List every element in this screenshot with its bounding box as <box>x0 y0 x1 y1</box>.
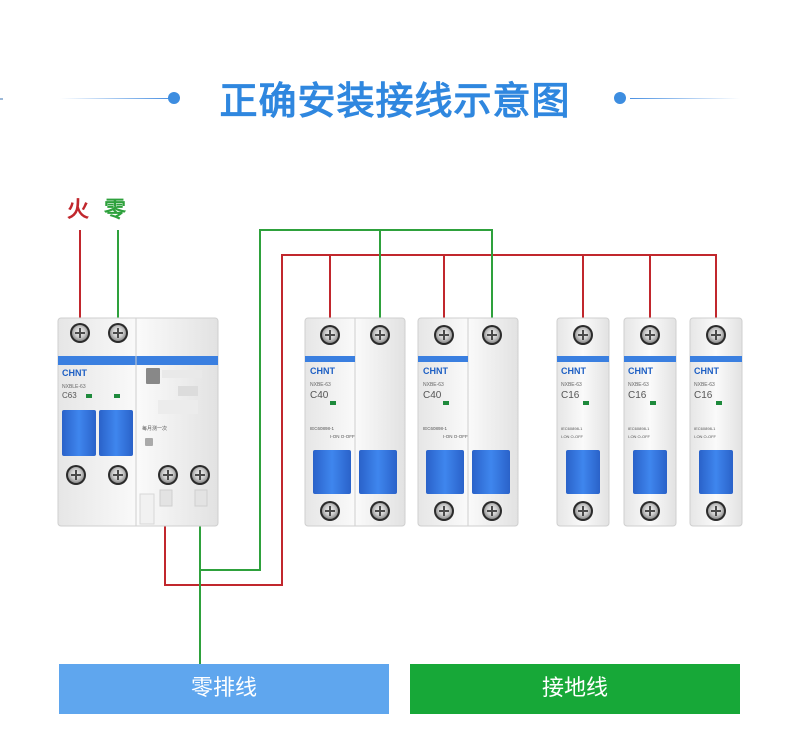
breaker-c40-2-onoff: I-ON O-OFF <box>443 434 468 439</box>
rcbo-test-note: 每月测一次 <box>142 425 167 432</box>
neutral-bus-bar: 零排线 <box>59 664 389 714</box>
header-dot-left <box>168 92 180 104</box>
header-line-left <box>60 98 170 99</box>
breaker-c40-2-model: NXBE-63 <box>423 382 444 388</box>
header-dot-right <box>614 92 626 104</box>
neutral-wire-label: 零 <box>104 198 127 223</box>
header: 正确安装接线示意图 <box>0 62 790 132</box>
breaker-c40-1: CHNT NXBE-63 C40 IEC60898-1 I-ON O-OFF <box>304 317 406 527</box>
breaker-c16-2: CHNT NXBE-63 C16 IEC60898-1 I-ON O-OFF <box>623 317 677 527</box>
header-line-right <box>630 98 740 99</box>
breaker-c16-3-rating: C16 <box>694 390 713 401</box>
breaker-c16-3-onoff: I-ON O-OFF <box>694 434 717 439</box>
breaker-c40-1-standard: IEC60898-1 <box>310 426 335 431</box>
breaker-c16-1-model: NXBE-63 <box>561 382 582 388</box>
breaker-c16-1-brand: CHNT <box>561 366 586 376</box>
ground-bus-bar: 接地线 <box>410 664 740 714</box>
breaker-c16-1-onoff: I-ON O-OFF <box>561 434 584 439</box>
breaker-c40-1-rating: C40 <box>310 390 329 401</box>
breaker-c16-2-model: NXBE-63 <box>628 382 649 388</box>
breaker-c16-2-rating: C16 <box>628 390 647 401</box>
breaker-c16-3: CHNT NXBE-63 C16 IEC60898-1 I-ON O-OFF <box>689 317 743 527</box>
breaker-c40-1-brand: CHNT <box>310 366 335 376</box>
breaker-c40-1-onoff: I-ON O-OFF <box>330 434 355 439</box>
rcbo-brand: CHNT <box>62 368 87 378</box>
breaker-c16-1-standard: IEC60898-1 <box>561 426 583 431</box>
breaker-c40-2-standard: IEC60898-1 <box>423 426 448 431</box>
breaker-c40-2: CHNT NXBE-63 C40 IEC60898-1 I-ON O-OFF <box>417 317 519 527</box>
page-title: 正确安装接线示意图 <box>219 79 571 123</box>
rcbo-breaker: CHNT NXBLE-63 C63 每月测一次 <box>57 317 219 527</box>
breaker-c16-2-standard: IEC60898-1 <box>628 426 650 431</box>
breaker-c16-2-onoff: I-ON O-OFF <box>628 434 651 439</box>
breaker-c40-1-model: NXBE-63 <box>310 382 331 388</box>
breaker-c16-3-brand: CHNT <box>694 366 719 376</box>
breaker-c16-1-rating: C16 <box>561 390 580 401</box>
rcbo-rating: C63 <box>62 391 77 400</box>
live-distribution-wire <box>164 254 717 586</box>
live-wire-label: 火 <box>67 198 90 223</box>
breaker-c40-2-brand: CHNT <box>423 366 448 376</box>
side-mark <box>0 98 3 100</box>
breaker-c16-3-model: NXBE-63 <box>694 382 715 388</box>
breaker-c16-1: CHNT NXBE-63 C16 IEC60898-1 I-ON O-OFF <box>556 317 610 527</box>
breaker-c40-2-rating: C40 <box>423 390 442 401</box>
breaker-c16-2-brand: CHNT <box>628 366 653 376</box>
breaker-c16-3-standard: IEC60898-1 <box>694 426 716 431</box>
rcbo-model: NXBLE-63 <box>62 384 86 390</box>
